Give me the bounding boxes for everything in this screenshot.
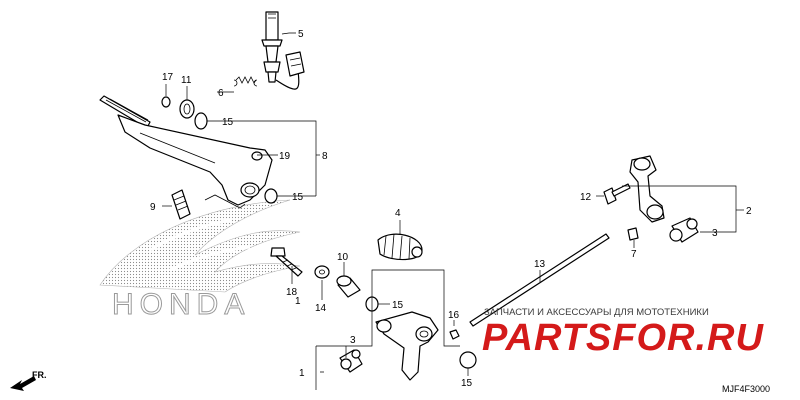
callout-15-lower: 15 (292, 192, 304, 203)
shift-rubber-4 (377, 233, 423, 261)
front-direction-arrow: FR. (10, 370, 47, 391)
return-spring-6 (233, 76, 258, 87)
nut-7 (627, 227, 639, 241)
watermark-logo: PARTSFOR.RU (482, 317, 764, 359)
callout-labels: 1 1 2 3 3 4 5 6 7 8 9 10 11 12 13 14 15 … (150, 29, 752, 389)
callout-3-upper: 3 (712, 228, 718, 239)
callout-15-mid: 15 (392, 300, 404, 311)
callout-19: 19 (279, 151, 291, 162)
callout-12: 12 (580, 192, 592, 203)
direction-label: FR. (32, 370, 47, 380)
bolt-12 (603, 183, 631, 205)
brake-light-switch-5 (261, 11, 305, 90)
callout-15-right: 15 (461, 378, 473, 389)
collar-11 (179, 99, 195, 119)
callout-9: 9 (150, 202, 156, 213)
o-ring-15-right (459, 351, 477, 369)
callout-11: 11 (181, 75, 192, 86)
washer-14 (314, 265, 330, 279)
watermark-tagline: ЗАПЧАСТИ И АКСЕССУАРЫ ДЛЯ МОТОТЕХНИКИ (484, 307, 709, 318)
callout-10: 10 (337, 252, 349, 263)
callout-18: 18 (286, 287, 298, 298)
callout-7: 7 (631, 249, 637, 260)
tie-rod-joint-3-lower (339, 349, 363, 373)
callout-1: 1 (295, 296, 301, 307)
callout-5: 5 (298, 29, 304, 40)
callout-13: 13 (534, 259, 546, 270)
washer-17 (161, 96, 171, 108)
gear-shift-pedal-1 (375, 311, 439, 381)
callout-6: 6 (218, 88, 224, 99)
callout-17: 17 (162, 72, 174, 83)
collar-10 (336, 275, 361, 298)
partsfor-watermark: ЗАПЧАСТИ И АКСЕССУАРЫ ДЛЯ МОТОТЕХНИКИ PA… (482, 307, 764, 359)
brake-pedal (99, 95, 273, 209)
o-ring-15-lower (264, 188, 278, 204)
tie-rod-13 (469, 233, 610, 327)
spring-9 (171, 189, 191, 220)
gearshift-arm-2 (629, 155, 665, 223)
honda-text: HONDA (112, 288, 250, 321)
honda-wing-logo (99, 199, 301, 293)
callout-16: 16 (448, 310, 460, 321)
nut-16 (449, 329, 460, 340)
tie-rod-joint-3-upper (669, 217, 699, 243)
o-ring-15-upper (194, 112, 208, 130)
bolt-18 (270, 247, 303, 277)
callout-8: 8 (322, 151, 328, 162)
callout-1-label: 1 (299, 368, 305, 379)
callout-2: 2 (746, 206, 752, 217)
leader-lines (162, 32, 744, 390)
callout-15-upper: 15 (222, 117, 234, 128)
callout-14: 14 (315, 303, 327, 314)
callout-3-lower: 3 (350, 335, 356, 346)
diagram-code: MJF4F3000 (722, 384, 770, 394)
callout-4: 4 (395, 208, 401, 219)
